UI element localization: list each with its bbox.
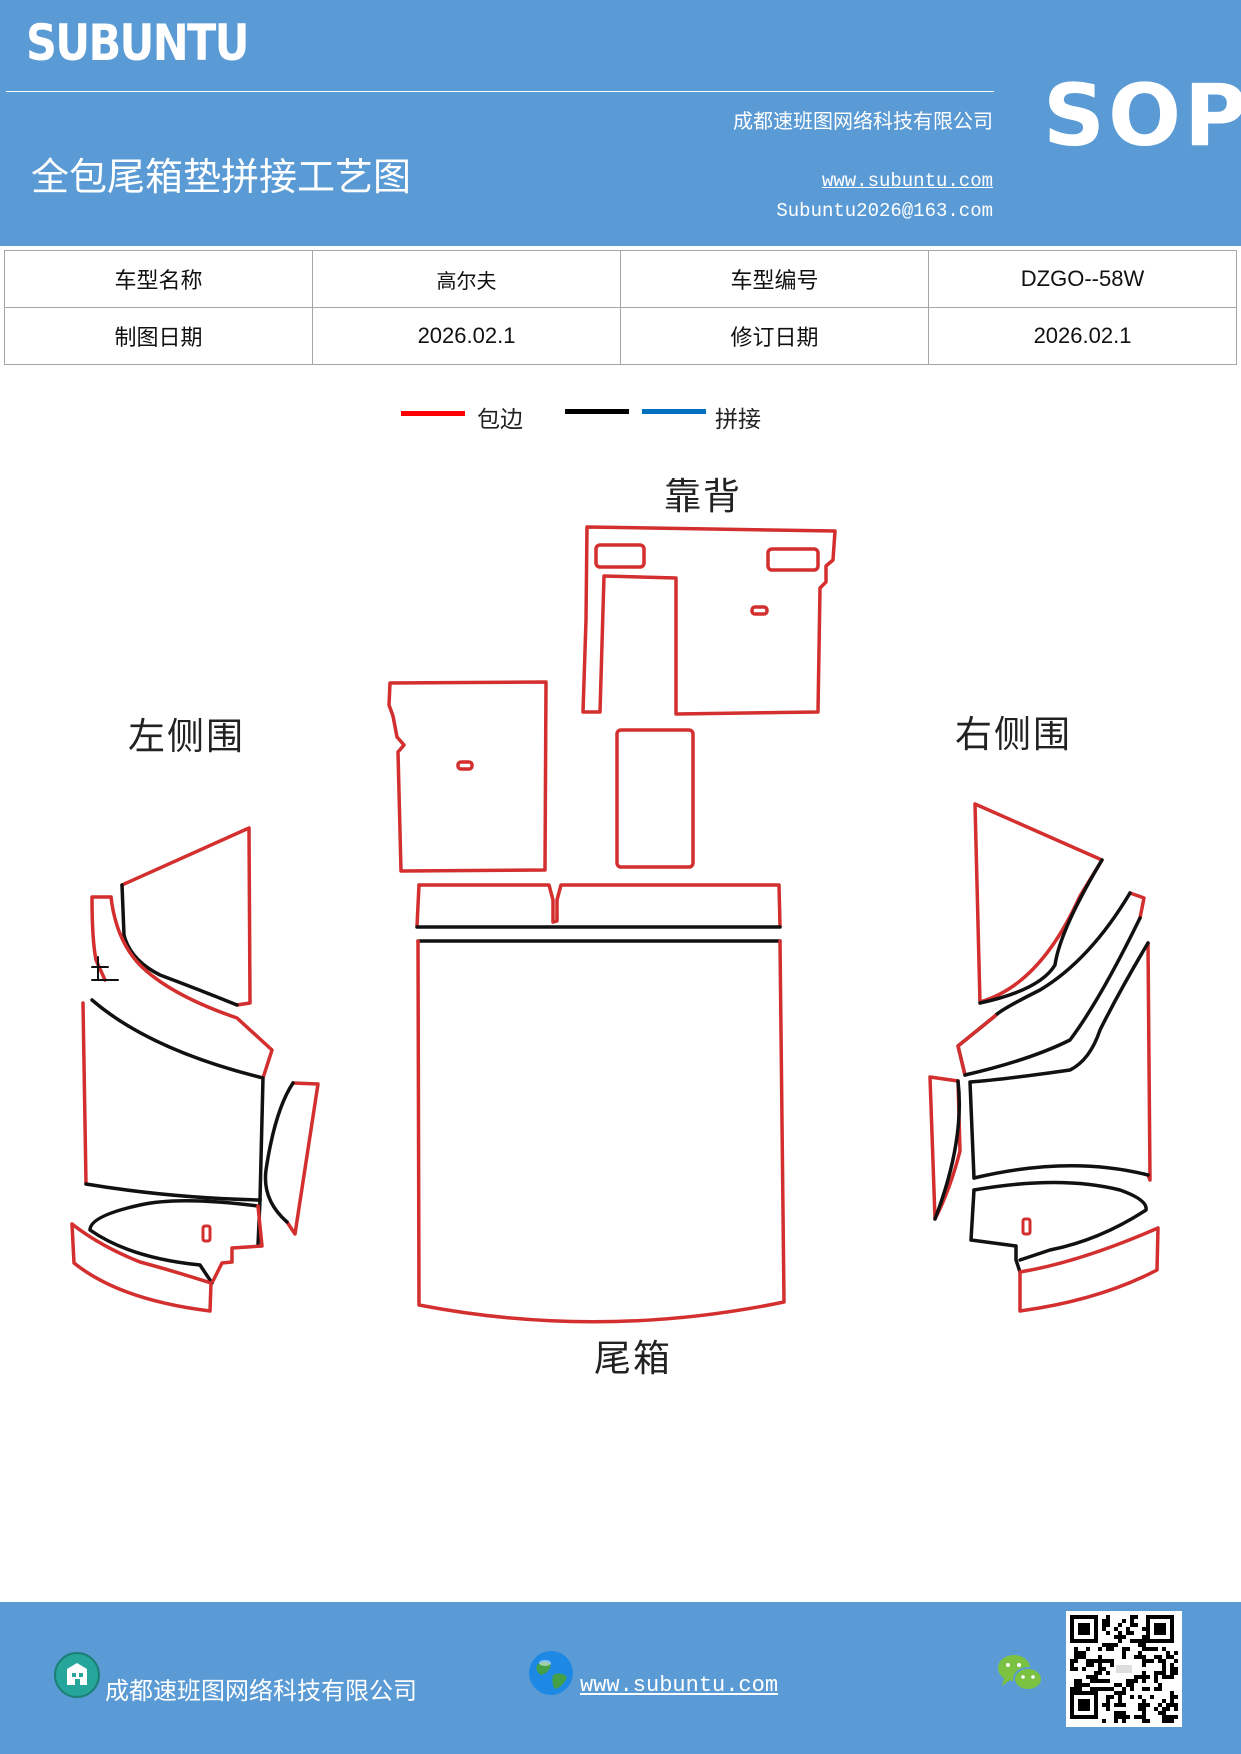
wechat-icon[interactable]: [996, 1652, 1044, 1696]
footer-website-link[interactable]: www.subuntu.com: [580, 1673, 779, 1698]
header-banner: SUBUNTU 成都速班图网络科技有限公司 全包尾箱垫拼接工艺图 www.sub…: [0, 0, 1241, 246]
table-cell-label: 车型编号: [620, 250, 929, 308]
legend: 包边 拼接: [0, 400, 1241, 440]
table-cell-label: 车型名称: [4, 250, 313, 308]
legend-swatch-seam: [642, 409, 706, 414]
label-trunk: 尾箱: [594, 1337, 672, 1380]
table-cell-value: DZGO--58W: [928, 250, 1237, 308]
header-divider: [6, 91, 994, 92]
brand-logo: SUBUNTU: [26, 14, 249, 72]
center-small-panel: [615, 728, 695, 869]
table-row: 制图日期 2026.02.1 修订日期 2026.02.1: [4, 307, 1237, 365]
left-side-panel: [70, 826, 320, 1313]
center-strip: [415, 883, 782, 929]
table-cell-label: 修订日期: [620, 307, 929, 365]
sop-badge: SOP: [1043, 66, 1241, 166]
backrest-panel: [581, 525, 837, 716]
table-row: 车型名称 高尔夫 车型编号 DZGO--58W: [4, 250, 1237, 308]
document-title: 全包尾箱垫拼接工艺图: [31, 155, 412, 199]
legend-label-edge: 包边: [477, 407, 523, 433]
globe-icon: [529, 1651, 573, 1695]
footer-company-name: 成都速班图网络科技有限公司: [105, 1677, 417, 1705]
legend-swatch-edge: [401, 411, 465, 416]
trunk-mat-diagram: [70, 525, 1160, 1324]
trunk-floor-panel: [416, 939, 786, 1324]
qr-code: [1066, 1611, 1182, 1727]
table-cell-value: 高尔夫: [312, 250, 621, 308]
label-right-side: 右侧围: [955, 713, 1072, 756]
website-link[interactable]: www.subuntu.com: [821, 170, 993, 192]
center-left-panel: [387, 680, 548, 873]
email-address: Subuntu2026@163.com: [776, 200, 993, 222]
legend-label-seam: 拼接: [715, 407, 761, 433]
building-icon: [54, 1652, 100, 1698]
table-cell-value: 2026.02.1: [312, 307, 621, 365]
company-name: 成都速班图网络科技有限公司: [733, 109, 993, 133]
label-backrest: 靠背: [664, 475, 742, 518]
table-cell-label: 制图日期: [4, 307, 313, 365]
right-side-panel: [928, 802, 1160, 1313]
label-left-side: 左侧围: [128, 715, 245, 758]
qr-code-pattern: [1070, 1615, 1178, 1723]
vehicle-info-table: 车型名称 高尔夫 车型编号 DZGO--58W 制图日期 2026.02.1 修…: [4, 250, 1237, 365]
legend-swatch-black: [565, 409, 629, 414]
table-cell-value: 2026.02.1: [928, 307, 1237, 365]
footer-banner: 成都速班图网络科技有限公司 www.subuntu.com: [0, 1602, 1241, 1754]
